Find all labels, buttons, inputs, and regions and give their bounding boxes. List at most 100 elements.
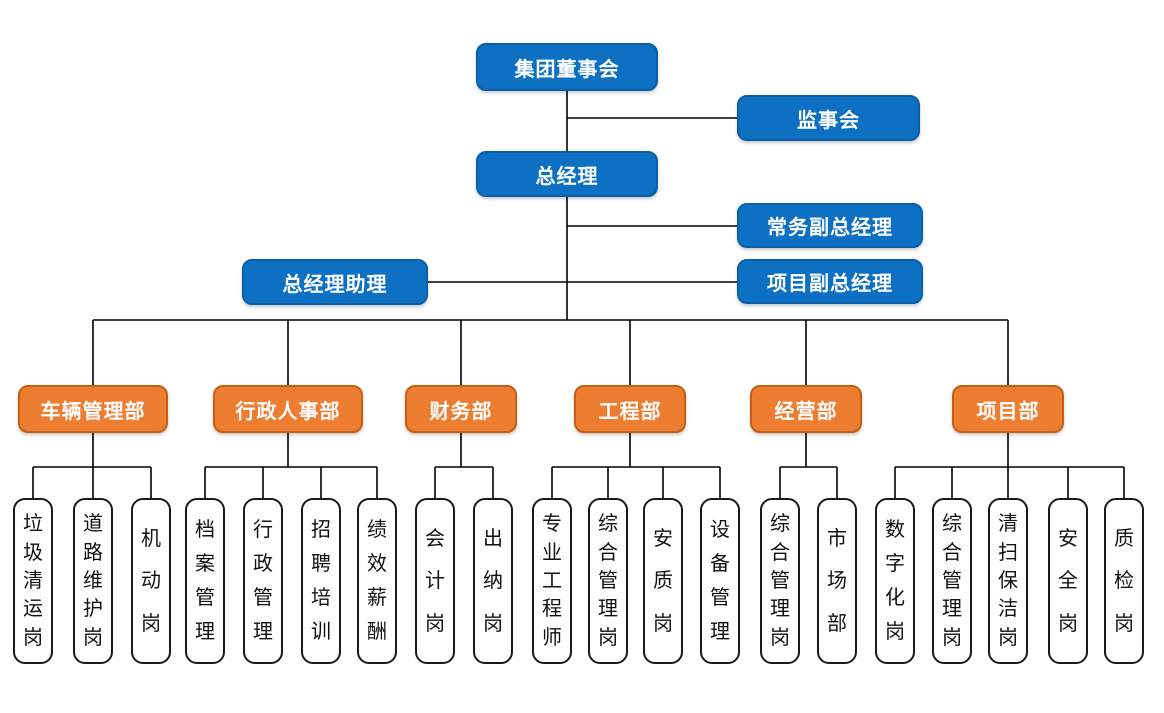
node-group-board: 集团董事会 (476, 43, 658, 91)
position-label-char: 招 (311, 519, 331, 541)
position-box: 数字化岗 (875, 498, 915, 664)
position-label-char: 保 (998, 569, 1018, 592)
dept-engineering: 工程部 (574, 385, 686, 433)
position-box: 清扫保洁岗 (988, 498, 1028, 664)
position-label-char: 管 (770, 569, 790, 592)
position-label-char: 机 (141, 527, 161, 550)
position-label-char: 理 (942, 598, 962, 621)
position-box: 安质岗 (643, 498, 683, 664)
position-label-char: 动 (141, 570, 161, 592)
position-box: 综合管理岗 (760, 498, 800, 664)
position-label-char: 运 (23, 598, 43, 621)
position-label-char: 路 (83, 541, 103, 564)
position-label-char: 理 (710, 621, 730, 643)
position-label-char: 档 (195, 519, 215, 541)
dept-project: 项目部 (952, 385, 1064, 433)
position-label-char: 效 (367, 553, 387, 575)
position-label-char: 检 (1114, 570, 1134, 592)
position-box: 综合管理岗 (588, 498, 628, 664)
position-label-char: 质 (1114, 527, 1134, 550)
position-label-char: 岗 (83, 626, 103, 649)
position-label-char: 清 (23, 569, 43, 592)
position-box: 招聘培训 (301, 498, 341, 664)
position-label-char: 安 (653, 527, 673, 550)
position-label-char: 管 (598, 569, 618, 592)
node-project-deputy-gm: 项目副总经理 (737, 259, 923, 304)
position-label-char: 全 (1058, 570, 1078, 592)
position-label-char: 理 (770, 598, 790, 621)
position-label-char: 合 (942, 541, 962, 564)
position-label-char: 师 (542, 626, 562, 649)
position-label-char: 清 (998, 513, 1018, 536)
position-label-char: 化 (885, 587, 905, 609)
position-label-char: 岗 (23, 626, 43, 649)
node-supervisory-board: 监事会 (737, 95, 920, 141)
position-box: 设备管理 (700, 498, 740, 664)
position-label-char: 岗 (483, 612, 503, 635)
position-label-char: 绩 (367, 519, 387, 541)
position-label-char: 出 (483, 527, 503, 550)
position-label-char: 岗 (998, 626, 1018, 649)
position-label-char: 扫 (998, 541, 1018, 564)
position-label-char: 市 (827, 527, 847, 550)
dept-admin-hr: 行政人事部 (213, 385, 363, 433)
position-label-char: 备 (710, 553, 730, 575)
position-label-char: 质 (653, 570, 673, 592)
position-label-char: 岗 (770, 626, 790, 649)
position-label-char: 计 (425, 570, 445, 592)
position-label-char: 会 (425, 527, 445, 550)
position-label-char: 酬 (367, 621, 387, 643)
position-label-char: 行 (253, 519, 273, 541)
position-label-char: 业 (542, 541, 562, 564)
position-label-char: 合 (598, 541, 618, 564)
position-label-char: 案 (195, 553, 215, 575)
position-label-char: 理 (195, 621, 215, 643)
position-label-char: 维 (83, 569, 103, 592)
position-label-char: 护 (83, 598, 103, 621)
position-label-char: 纳 (483, 570, 503, 592)
position-box: 综合管理岗 (932, 498, 972, 664)
position-box: 专业工程师 (532, 498, 572, 664)
position-label-char: 部 (827, 612, 847, 635)
position-label-char: 岗 (942, 626, 962, 649)
position-label-char: 管 (942, 569, 962, 592)
node-executive-deputy-gm: 常务副总经理 (737, 203, 923, 248)
position-label-char: 合 (770, 541, 790, 564)
dept-finance: 财务部 (405, 385, 517, 433)
position-label-char: 训 (311, 621, 331, 643)
position-label-char: 政 (253, 553, 273, 575)
position-label-char: 岗 (885, 621, 905, 643)
position-box: 出纳岗 (473, 498, 513, 664)
position-box: 安全岗 (1048, 498, 1088, 664)
position-box: 会计岗 (415, 498, 455, 664)
dept-operations: 经营部 (750, 385, 862, 433)
dept-vehicle-management: 车辆管理部 (18, 385, 168, 433)
node-general-manager: 总经理 (476, 151, 658, 197)
position-box: 质检岗 (1104, 498, 1144, 664)
position-label-char: 数 (885, 519, 905, 541)
position-label-char: 程 (542, 598, 562, 621)
position-label-char: 岗 (425, 612, 445, 635)
position-label-char: 培 (311, 587, 331, 609)
position-label-char: 专 (542, 513, 562, 536)
position-box: 绩效薪酬 (357, 498, 397, 664)
position-label-char: 岗 (598, 626, 618, 649)
position-label-char: 安 (1058, 527, 1078, 550)
position-label-char: 综 (942, 513, 962, 536)
position-box: 机动岗 (131, 498, 171, 664)
position-label-char: 岗 (141, 612, 161, 635)
position-label-char: 字 (885, 553, 905, 575)
position-label-char: 场 (827, 570, 847, 592)
position-label-char: 工 (542, 569, 562, 592)
node-gm-assistant: 总经理助理 (242, 259, 428, 305)
position-box: 市场部 (817, 498, 857, 664)
position-label-char: 综 (770, 513, 790, 536)
position-box: 道路维护岗 (73, 498, 113, 664)
position-box: 垃圾清运岗 (13, 498, 53, 664)
position-label-char: 综 (598, 513, 618, 536)
position-label-char: 理 (253, 621, 273, 643)
position-box: 档案管理 (185, 498, 225, 664)
position-label-char: 管 (253, 587, 273, 609)
